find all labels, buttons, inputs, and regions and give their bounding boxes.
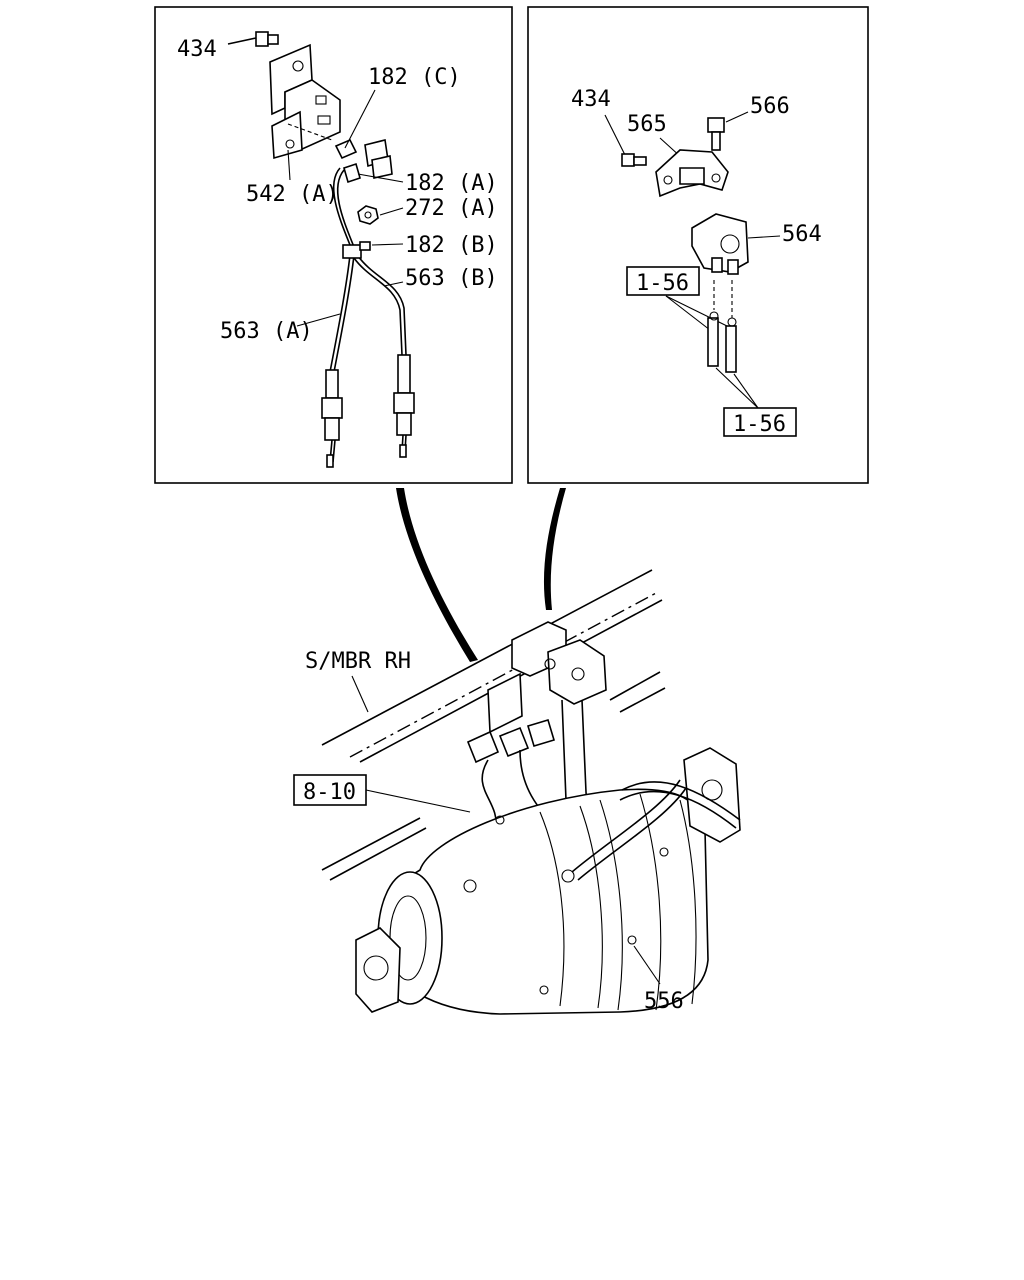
bracket-icon (487, 621, 607, 734)
callout-swoosh-left (396, 488, 478, 662)
ref-label-1-56-top: 1-56 (636, 271, 689, 296)
cover-bracket-icon (655, 149, 729, 198)
pressure-sensor-icon (691, 213, 749, 275)
bolt-icon (621, 153, 647, 167)
label-434-left: 434 (177, 37, 217, 62)
label-434-right: 434 (571, 87, 611, 112)
main-assembly-view: S/MBR RH 8-10 (293, 569, 741, 1015)
bracket-icon (269, 43, 341, 160)
label-182b: 182 (B) (405, 233, 498, 258)
left-detail-panel: 434 542 (A) 182 (C) 182 (A) (154, 6, 513, 484)
connector-icon (466, 719, 555, 764)
label-frame-smbr-rh: S/MBR RH (305, 649, 411, 674)
label-564: 564 (782, 222, 822, 247)
label-182c: 182 (C) (368, 65, 461, 90)
label-563b: 563 (B) (405, 266, 498, 291)
right-detail-panel: 434 565 566 564 1-56 (527, 6, 869, 484)
ref-box-1-56-top[interactable] (626, 266, 700, 296)
callout-swoosh-right (543, 488, 566, 610)
temperature-sensor-b-icon (393, 354, 415, 458)
nut-icon (357, 205, 379, 225)
label-182a: 182 (A) (405, 171, 498, 196)
clip-icon (342, 241, 371, 259)
ref-label-1-56-bottom: 1-56 (733, 412, 786, 437)
label-556: 556 (644, 989, 684, 1014)
temperature-sensor-a-icon (321, 369, 343, 468)
dpf-assembly-icon (355, 747, 741, 1015)
bolt-icon (227, 31, 279, 47)
hose-icon (707, 311, 737, 373)
left-panel-frame (154, 6, 513, 484)
connector-icon (334, 138, 393, 184)
label-565: 565 (627, 112, 667, 137)
bolt-icon (707, 117, 725, 151)
label-563a: 563 (A) (220, 319, 313, 344)
label-566: 566 (750, 94, 790, 119)
ref-label-8-10: 8-10 (303, 780, 356, 805)
right-panel-frame (527, 6, 869, 484)
label-542a: 542 (A) (246, 182, 339, 207)
ref-box-1-56-bottom[interactable] (723, 407, 797, 437)
label-272a: 272 (A) (405, 196, 498, 221)
